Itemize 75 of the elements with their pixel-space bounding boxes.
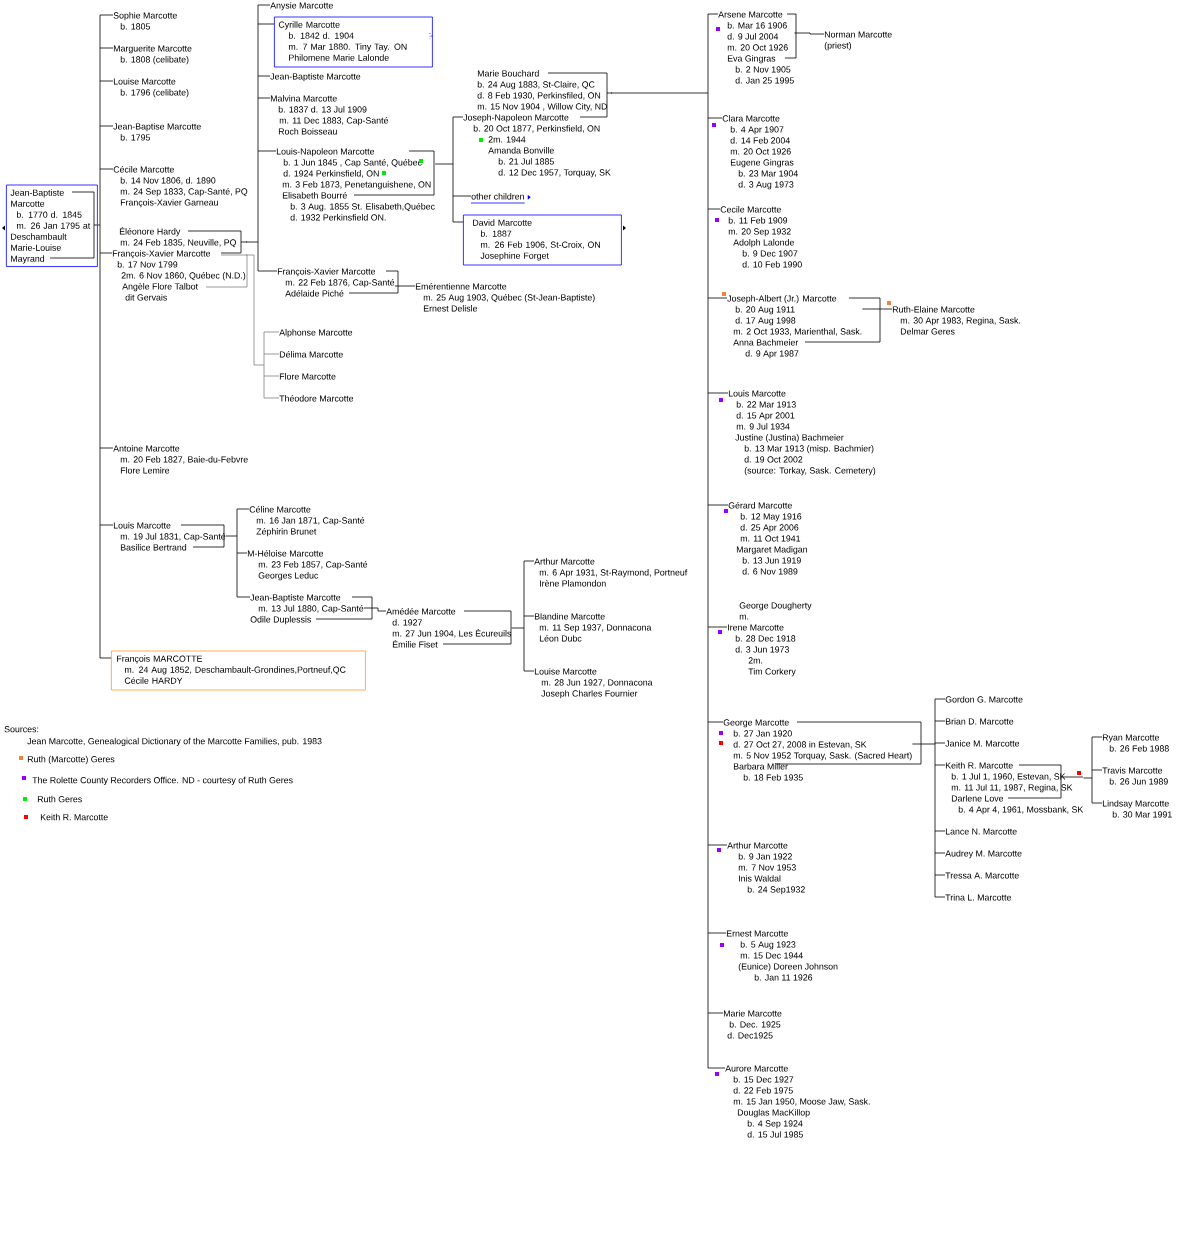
sources-heading: Sources: [4, 726, 39, 733]
person-entry: Lindsay Marcotte b. 30 Mar 1991 [1102, 800, 1172, 818]
person-entry: Théodore Marcotte [279, 395, 354, 402]
person-entry: Éléonore Hardy m. 24 Feb 1835, Neuville, PQ François-Xavier Marcotte b. 17 Nov 1799 2m. 6 Nov 1860, Québec (N.D.) Angèle Flore Talbot dit Gervais [112, 226, 246, 301]
person-entry: Gérard Marcotte b. 12 May 1916 d. 25 Apr 2006 m. 11 Oct 1941 Margaret Madigan b. 13 Jun 1919 d. 6 Nov 1989 [728, 502, 808, 575]
person-entry: Emérentienne Marcotte m. 25 Aug 1903, Québec (St-Jean-Baptiste) Ernest Delisle [415, 283, 595, 312]
person-entry: Jean-Baptiste Marcotte m. 13 Jul 1880, Cap-Santé Odile Duplessis [250, 594, 364, 625]
person-entry: Antoine Marcotte m. 20 Feb 1827, Baie-du-Febvre Flore Lemire [113, 445, 248, 474]
person-entry: Gordon G. Marcotte [945, 696, 1023, 703]
legend-text: The Rolette County Recorders Office. ND - courtesy of Ruth Geres [32, 776, 293, 786]
person-card: Jean-Baptiste Marcotte b. 1770 d. 1845 m. 26 Jan 1795 at Deschambault Marie-Louise Mayrand [6, 184, 98, 267]
person-entry: Jean-Baptise Marcotte b. 1795 [113, 123, 201, 141]
person-entry: Tressa A. Marcotte [945, 872, 1019, 879]
person-entry: Audrey M. Marcotte [945, 850, 1022, 859]
person-entry: George Dougherty m. Irene Marcotte b. 28 Dec 1918 d. 3 Jun 1973 2m. Tim Corkery [728, 602, 812, 677]
person-entry: Céline Marcotte m. 16 Jan 1871, Cap-Santé Zéphirin Brunet [249, 506, 365, 537]
tree-line [861, 308, 893, 310]
tree-line [394, 285, 416, 287]
tree-line [610, 13, 729, 1069]
person-card: Cyrille Marcotte b. 1842 d. 1904 m. 7 Mar 1880. Tiny Tay. ON Philomene Marie Lalonde [274, 16, 433, 68]
person-entry: Janice M. Marcotte [945, 740, 1020, 747]
person-entry: Trina L. Marcotte [945, 894, 1011, 901]
person-entry: Sophie Marcotte b. 1805 [113, 12, 177, 30]
person-entry: Arthur Marcotte b. 9 Jan 1922 m. 7 Nov 1953 Inis Waldal b. 24 Sep1932 [727, 842, 805, 895]
legend-text: Keith R. Marcotte [40, 813, 108, 821]
person-entry: Louise Marcotte b. 1796 (celibate) [113, 78, 189, 98]
person-entry: Louis-Napoleon Marcotte b. 1 Jun 1845 , Cap Santé, Québec d. 1924 Perkinsfield, ON m. 3 Feb 1873, Penetanguishene, ON Elisabeth Bourré b. 3 Aug. 1855 St. Elisabeth,Québec d. 1932 Perkinsfield ON. [276, 148, 435, 221]
person-entry: Louis Marcotte b. 22 Mar 1913 d. 15 Apr 2001 m. 9 Jul 1934 Justine (Justina) Bachmeier b. 13 Mar 1913 (misp. Bachmier) d. 19 Oct 2002 (source: Torkay, Sask. Cemetery) [728, 390, 876, 476]
source-note: Jean Marcotte, Genealogical Dictionary of the Marcotte Families, pub. 1983 [27, 737, 322, 747]
person-entry: Marguerite Marcotte b. 1808 (celibate) [113, 45, 192, 65]
person-entry: Arsene Marcotte b. Mar 16 1906 d. 9 Jul 2004 m. 20 Oct 1926 Eva Gingras b. 2 Nov 1905 d. Jan 25 1995 [718, 11, 794, 84]
tree-line [511, 560, 535, 672]
tree-line [1083, 736, 1103, 804]
person-entry: Ryan Marcotte b. 26 Feb 1988 [1102, 734, 1169, 752]
person-card: François MARCOTTE m. 24 Aug 1852, Deschambault-Grondines,Portneuf,QC Cécile HARDY [111, 650, 366, 691]
person-entry: Aurore Marcotte b. 15 Dec 1927 d. 22 Feb 1975 m. 15 Jan 1950, Moose Jaw, Sask. Douglas MacKillop b. 4 Sep 1924 d. 15 Jul 1985 [725, 1065, 870, 1138]
tree-line [794, 32, 825, 35]
person-entry: Délima Marcotte [279, 351, 343, 358]
person-entry: Travis Marcotte b. 26 Jun 1989 [1102, 767, 1168, 785]
person-entry: François-Xavier Marcotte m. 22 Feb 1876, Cap-Santé Adélaide Piché [277, 268, 395, 297]
person-entry: Louis Marcotte m. 19 Jul 1831, Cap-Santé Basilice Bertrand [113, 522, 226, 551]
person-entry: Ernest Marcotte b. 5 Aug 1923 m. 15 Dec 1944 (Eunice) Doreen Johnson b. Jan 11 1926 [726, 930, 838, 981]
person-entry: Malvina Marcotte b. 1837 d. 13 Jul 1909 m. 11 Dec 1883, Cap-Santé Roch Boisseau [270, 95, 389, 135]
person-entry: Joseph-Albert (Jr.) Marcotte b. 20 Aug 1911 d. 17 Aug 1998 m. 2 Oct 1933, Marienthal, Sask. Anna Bachmeier d. 9 Apr 1987 [727, 295, 862, 359]
person-entry: Louise Marcotte m. 28 Jun 1927, Donnacona Joseph Charles Fournier [534, 668, 653, 699]
legend-text: Ruth Geres [37, 795, 82, 803]
person-entry: Norman Marcotte (priest) [824, 31, 892, 51]
person-entry: Ruth-Elaine Marcotte m. 30 Apr 1983, Regina, Sask. Delmar Geres [892, 306, 1021, 335]
person-card: David Marcotte b. 1887 m. 26 Feb 1906, St-Croix, ON Josephine Forget [463, 214, 622, 266]
person-entry: Jean-Baptiste Marcotte [270, 73, 361, 82]
person-entry: M-Héloise Marcotte m. 23 Feb 1857, Cap-Santé Georges Leduc [247, 550, 368, 581]
person-entry: Cécile Marcotte b. 14 Nov 1806, d. 1890 m. 24 Sep 1833, Cap-Santé, PQ François-Xavier Garneau [113, 166, 248, 208]
person-entry: Clara Marcotte b. 4 Apr 1907 d. 14 Feb 2004 m. 20 Oct 1926 Eugene Gingras b. 23 Mar 1904 d. 3 Aug 1973 [722, 115, 798, 190]
person-entry: Marie Bouchard b. 24 Aug 1883, St-Claire, QC d. 8 Feb 1930, Perkinsfiled, ON m. 15 Nov 1904 , Willow City, ND Joseph-Napoleon Marcotte b. 20 Oct 1877, Perkinsfield, ON 2m. 1944 Amanda Bonville b. 21 Jul 1885 d. 12 Dec 1957, Torquay, SK [463, 70, 611, 178]
person-entry: Blandine Marcotte m. 11 Sep 1937, Donnacona Léon Dubc [534, 613, 652, 642]
person-entry: Brian D. Marcotte [945, 718, 1014, 725]
person-entry: Lance N. Marcotte [945, 828, 1017, 835]
tree-line [363, 607, 387, 612]
person-entry: Marie Marcotte b. Dec. 1925 d. Dec1925 [723, 1010, 782, 1039]
tree-line [912, 698, 946, 898]
person-entry: Amédée Marcotte d. 1927 m. 27 Jun 1904, Les Écureuils Émilie Fiset [386, 608, 512, 648]
tree-line [245, 254, 280, 399]
person-entry: Cecile Marcotte b. 11 Feb 1909 m. 20 Sep 1932 Adolph Lalonde b. 9 Dec 1907 d. 10 Feb 1990 [720, 206, 802, 268]
tree-line [245, 4, 278, 272]
person-entry: Flore Marcotte [279, 373, 336, 380]
person-entry: Alphonse Marcotte [279, 329, 353, 338]
tree-line [225, 508, 251, 598]
person-entry: George Marcotte b. 27 Jan 1920 d. 27 Oct 27, 2008 in Estevan, SK m. 5 Nov 1952 Torquay, Sask. (Sacred Heart) Barbara Miller b. 18 Feb 1935 [723, 719, 912, 781]
legend-text: Ruth (Marcotte) Geres [27, 755, 115, 765]
link: other children [470, 193, 531, 204]
person-entry: Keith R. Marcotte b. 1 Jul 1, 1960, Estevan, SK m. 11 Jul 11, 1987, Regina, SK Darlene Love b. 4 Apr 4, 1961, Mossbank, SK [945, 762, 1084, 815]
person-entry: Anysie Marcotte [270, 2, 333, 11]
tree-line [97, 14, 114, 659]
person-entry: Arthur Marcotte m. 6 Apr 1931, St-Raymond, Portneuf Irène Plamondon [534, 558, 688, 587]
tree-line [434, 116, 472, 223]
